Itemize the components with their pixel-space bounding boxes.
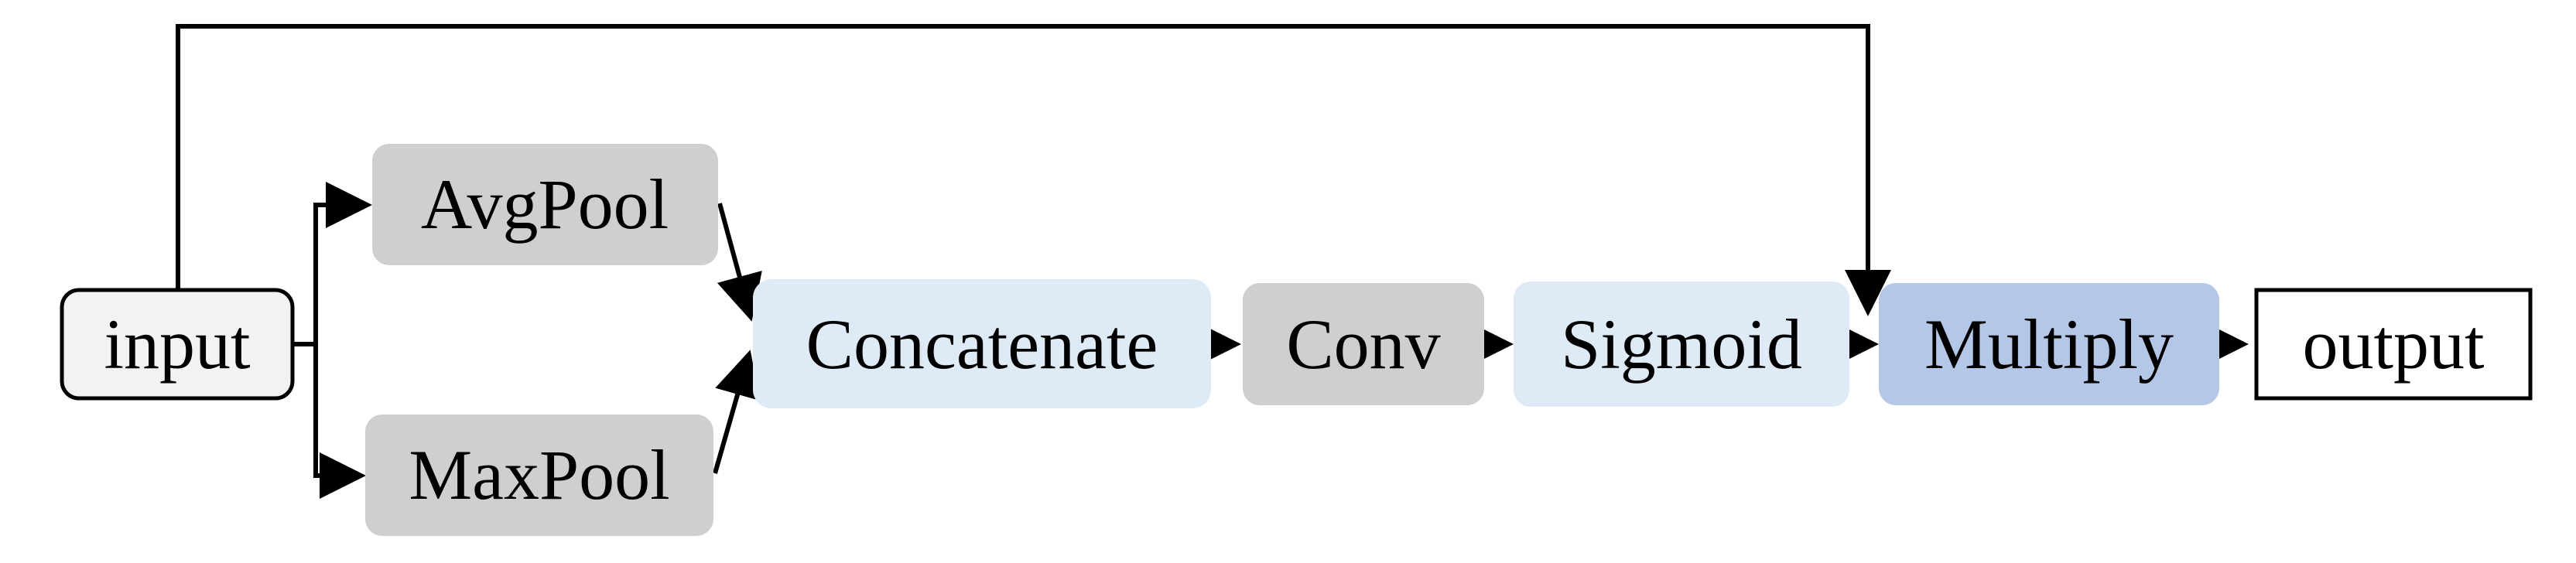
edge-input-to-maxpool <box>313 344 366 499</box>
edge-maxpool-to-concatenate <box>713 350 761 474</box>
node-concatenate: Concatenate <box>753 279 1211 408</box>
node-maxpool: MaxPool <box>365 415 713 536</box>
node-output-label: output <box>2302 305 2485 384</box>
node-sigmoid-box <box>1514 282 1849 407</box>
node-maxpool-box <box>365 415 713 536</box>
edges <box>176 24 2249 499</box>
node-multiply-label: Multiply <box>1924 305 2174 384</box>
node-concatenate-label: Concatenate <box>806 305 1158 384</box>
node-avgpool: AvgPool <box>372 144 718 265</box>
node-sigmoid: Sigmoid <box>1514 282 1849 407</box>
edge-avgpool-to-concatenate <box>717 203 762 322</box>
node-avgpool-label: AvgPool <box>421 165 669 244</box>
node-conv-label: Conv <box>1286 305 1440 384</box>
node-sigmoid-label: Sigmoid <box>1561 305 1802 384</box>
node-conv: Conv <box>1243 283 1484 405</box>
node-multiply: Multiply <box>1879 283 2219 405</box>
node-input-label: input <box>104 305 251 384</box>
node-conv-box <box>1243 283 1484 405</box>
nodes: input AvgPool MaxPool Concatenate Conv S… <box>60 144 2533 536</box>
node-input: input <box>60 288 295 401</box>
node-concatenate-box <box>753 279 1211 408</box>
edge-input-to-avgpool <box>313 182 372 344</box>
node-output: output <box>2254 288 2533 401</box>
node-maxpool-label: MaxPool <box>409 435 669 514</box>
node-input-box <box>60 288 295 401</box>
node-multiply-box <box>1879 283 2219 405</box>
edge-input-to-multiply-skip <box>176 24 1891 316</box>
node-output-box <box>2254 288 2533 401</box>
node-avgpool-box <box>372 144 718 265</box>
